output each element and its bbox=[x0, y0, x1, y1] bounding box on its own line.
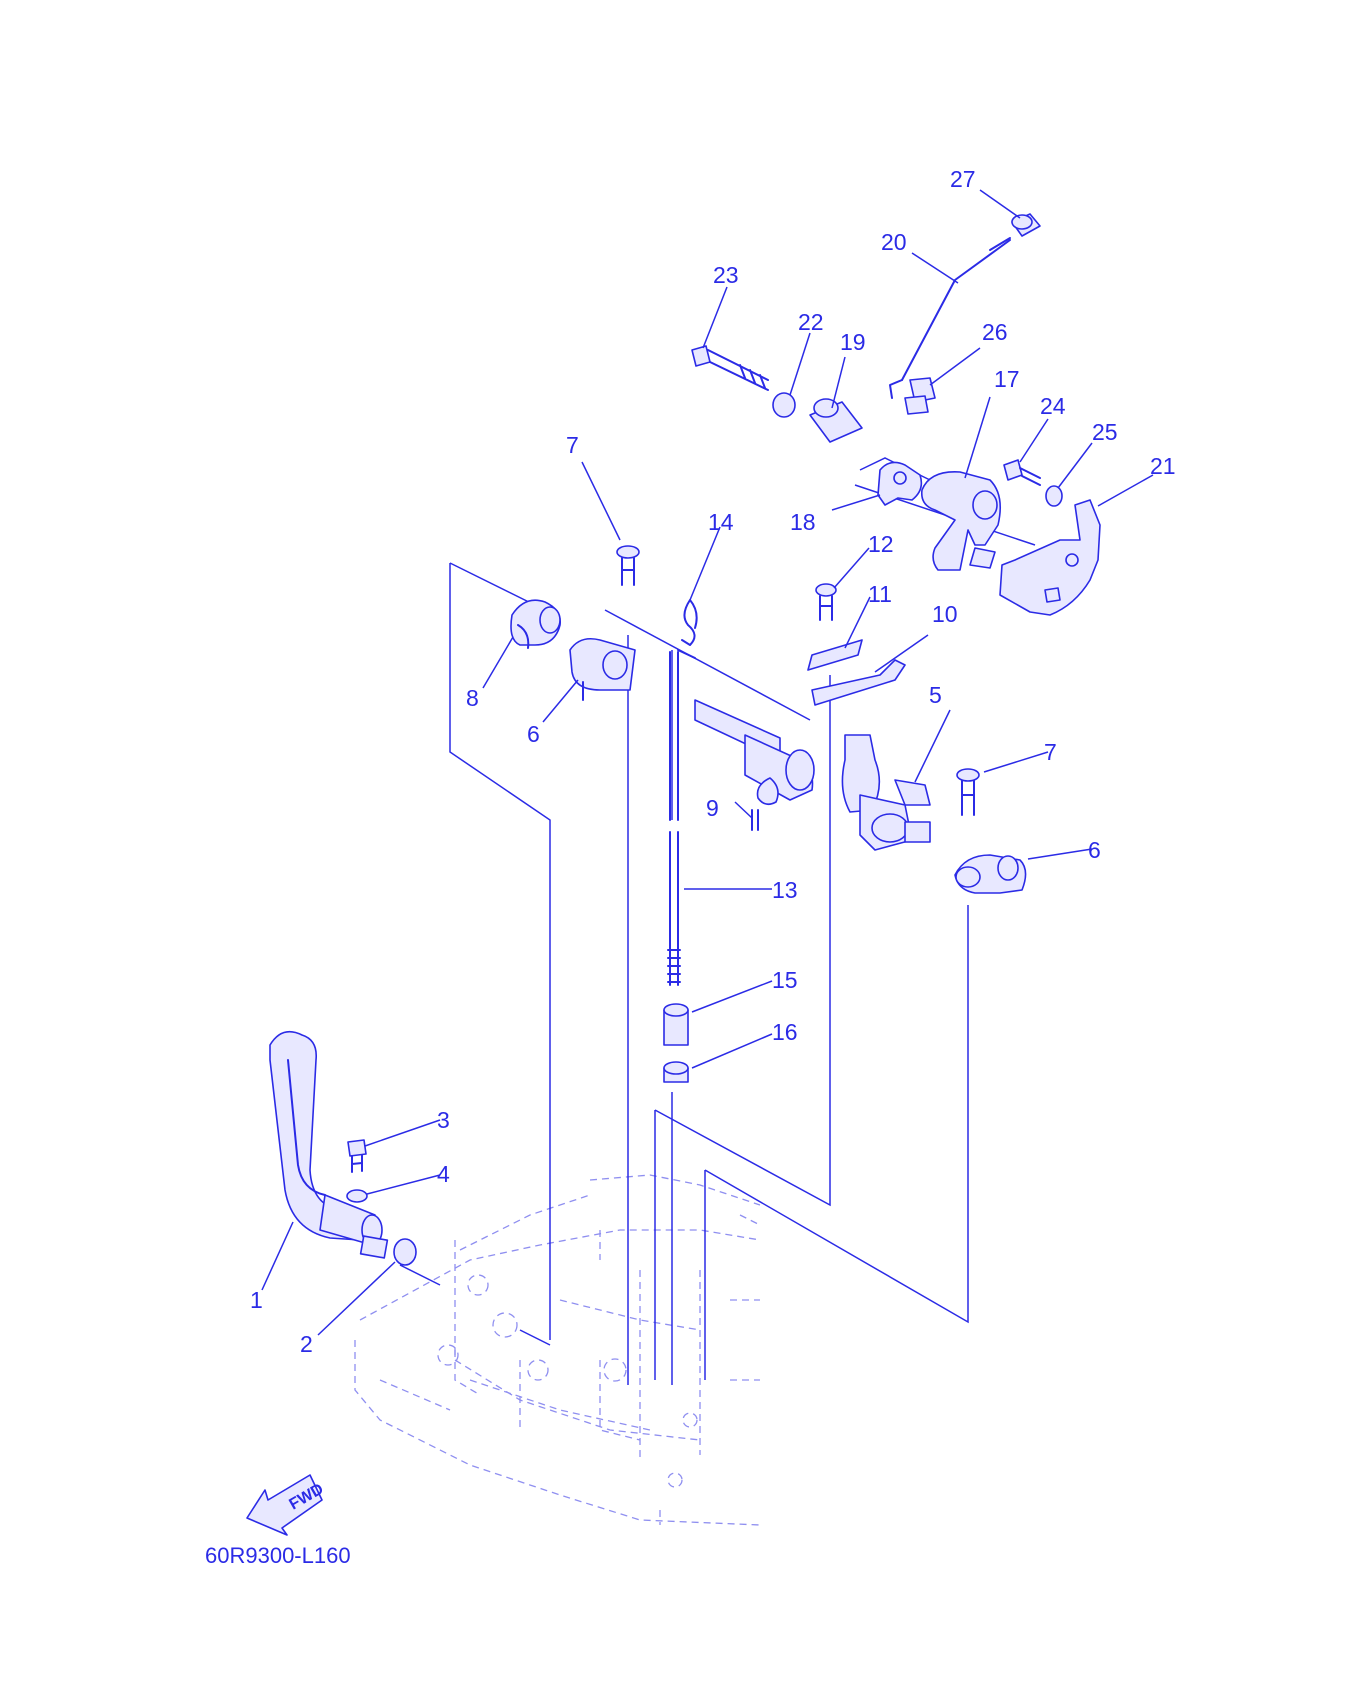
callout-6-right: 6 bbox=[1088, 837, 1101, 863]
part-22-washer bbox=[772, 392, 796, 418]
drawing-code: 60R9300-L160 bbox=[205, 1543, 351, 1568]
callout-11: 11 bbox=[868, 581, 892, 607]
part-21-bracket-plate bbox=[999, 499, 1101, 616]
part-7-bolt-upper bbox=[616, 545, 640, 586]
callout-8: 8 bbox=[466, 685, 479, 711]
engine-base-outline bbox=[354, 1174, 761, 1526]
part-16-nut bbox=[663, 1061, 689, 1083]
callout-5: 5 bbox=[929, 682, 942, 708]
callout-19: 19 bbox=[840, 329, 866, 355]
callout-7-upper: 7 bbox=[566, 432, 579, 458]
fwd-arrow-icon: FWD bbox=[246, 1474, 327, 1536]
part-27-cap bbox=[1011, 213, 1041, 237]
part-8-bushing bbox=[510, 599, 562, 649]
callout-13: 13 bbox=[772, 877, 798, 903]
callout-25: 25 bbox=[1092, 419, 1118, 445]
callout-18: 18 bbox=[790, 509, 816, 535]
part-12-bolt bbox=[815, 583, 837, 621]
callout-3: 3 bbox=[437, 1107, 450, 1133]
part-11-plate bbox=[807, 639, 863, 671]
assembly-reference-lines bbox=[399, 457, 1036, 1385]
callout-2: 2 bbox=[300, 1331, 313, 1357]
callout-10: 10 bbox=[932, 601, 958, 627]
callout-14: 14 bbox=[708, 509, 734, 535]
part-23-long-bolt bbox=[691, 345, 769, 391]
part-2-o-ring bbox=[393, 1238, 417, 1266]
callout-6-left: 6 bbox=[527, 721, 540, 747]
part-9-pin bbox=[751, 809, 759, 831]
callout-20: 20 bbox=[881, 229, 907, 255]
callout-7-right: 7 bbox=[1044, 739, 1057, 765]
part-20-throttle-rod bbox=[889, 237, 1011, 399]
callout-1: 1 bbox=[250, 1287, 263, 1313]
part-17-lever bbox=[920, 471, 1001, 571]
callout-15: 15 bbox=[772, 967, 798, 993]
part-7-bolt-right bbox=[956, 768, 980, 816]
callout-17: 17 bbox=[994, 366, 1020, 392]
callout-27: 27 bbox=[950, 166, 976, 192]
callout-23: 23 bbox=[713, 262, 739, 288]
callout-24: 24 bbox=[1040, 393, 1066, 419]
part-6-bracket-left bbox=[569, 637, 636, 701]
leader-lines bbox=[261, 189, 1154, 1336]
callout-12: 12 bbox=[868, 531, 894, 557]
part-1-shift-handle bbox=[269, 1030, 389, 1259]
part-19-collar bbox=[809, 398, 863, 443]
callout-labels: 1 2 3 4 5 6 6 7 7 8 9 10 11 12 13 14 15 … bbox=[250, 166, 1176, 1357]
part-18-link bbox=[877, 461, 923, 506]
part-13-shift-rod bbox=[667, 649, 696, 986]
part-4-washer bbox=[346, 1189, 368, 1203]
callout-22: 22 bbox=[798, 309, 824, 335]
part-14-clip bbox=[681, 599, 698, 646]
part-26-joint bbox=[904, 377, 936, 415]
callout-21: 21 bbox=[1150, 453, 1176, 479]
part-10-spring-plate bbox=[811, 659, 906, 706]
part-24-bolt bbox=[1003, 459, 1041, 486]
callout-26: 26 bbox=[982, 319, 1008, 345]
callout-9: 9 bbox=[706, 795, 719, 821]
part-15-spacer bbox=[663, 1003, 689, 1046]
part-5-shift-shaft bbox=[694, 699, 931, 851]
callout-4: 4 bbox=[437, 1161, 450, 1187]
part-25-washer bbox=[1045, 485, 1063, 507]
callout-16: 16 bbox=[772, 1019, 798, 1045]
part-6-bracket-right bbox=[954, 854, 1027, 894]
part-3-bolt bbox=[347, 1139, 367, 1173]
